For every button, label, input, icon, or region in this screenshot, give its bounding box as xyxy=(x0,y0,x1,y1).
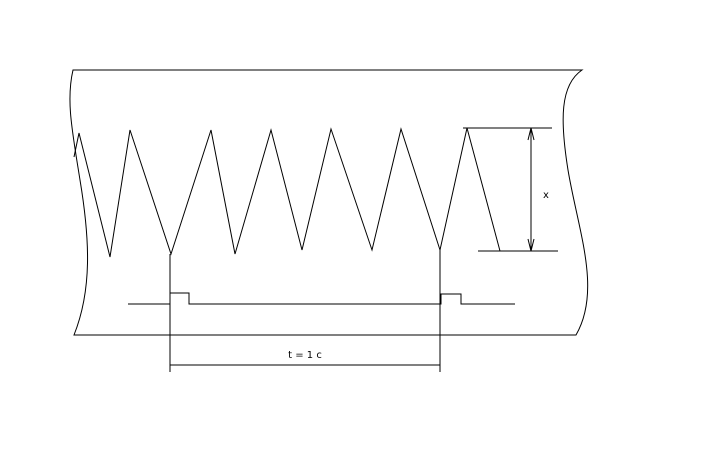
amplitude-arrow-down xyxy=(527,238,535,252)
time-marker-pulse-line xyxy=(128,292,515,305)
zigzag-trace xyxy=(73,127,501,258)
amplitude-label: x xyxy=(543,190,549,201)
amplitude-arrow-up xyxy=(527,127,535,141)
period-label: t = 1 c xyxy=(288,350,322,361)
paper-strip-outline xyxy=(69,69,589,336)
